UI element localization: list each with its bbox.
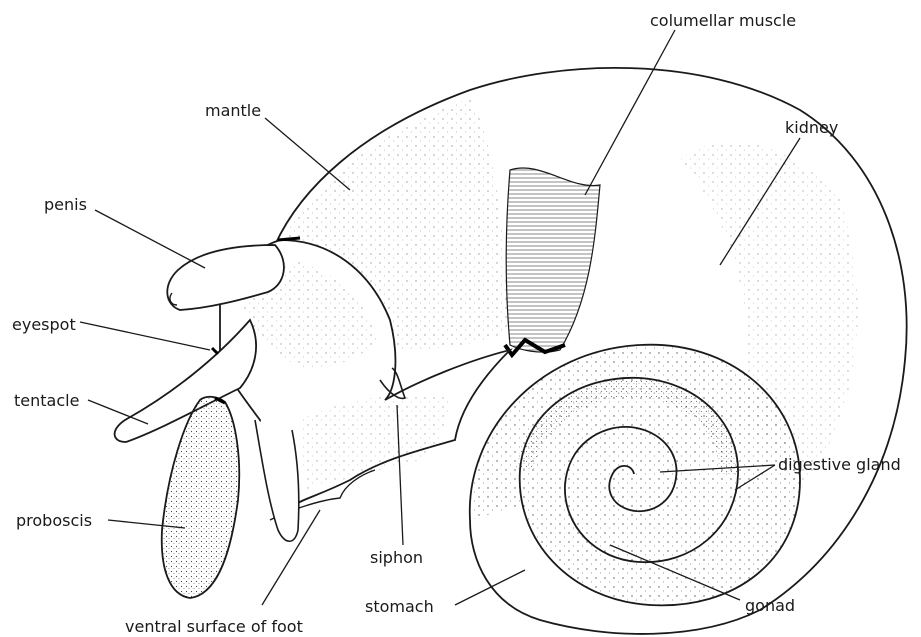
label-columellar-muscle: columellar muscle	[650, 11, 796, 30]
label-mantle: mantle	[205, 101, 261, 120]
label-proboscis: proboscis	[16, 511, 92, 530]
label-gonad: gonad	[745, 596, 795, 615]
label-stomach: stomach	[365, 597, 434, 616]
tentacle	[115, 320, 256, 442]
label-kidney: kidney	[785, 118, 838, 137]
proboscis	[162, 397, 239, 598]
label-digestive-gland: digestive gland	[778, 455, 901, 474]
leader-mantle	[265, 118, 350, 190]
label-eyespot: eyespot	[12, 315, 76, 334]
foot-lobe	[255, 420, 299, 541]
label-ventral-surface-of-foot: ventral surface of foot	[125, 617, 303, 636]
label-penis: penis	[44, 195, 87, 214]
leader-penis	[95, 210, 205, 268]
eyespot-mark	[212, 348, 218, 354]
label-tentacle: tentacle	[14, 391, 79, 410]
leader-eyespot	[80, 322, 210, 350]
label-siphon: siphon	[370, 548, 423, 567]
